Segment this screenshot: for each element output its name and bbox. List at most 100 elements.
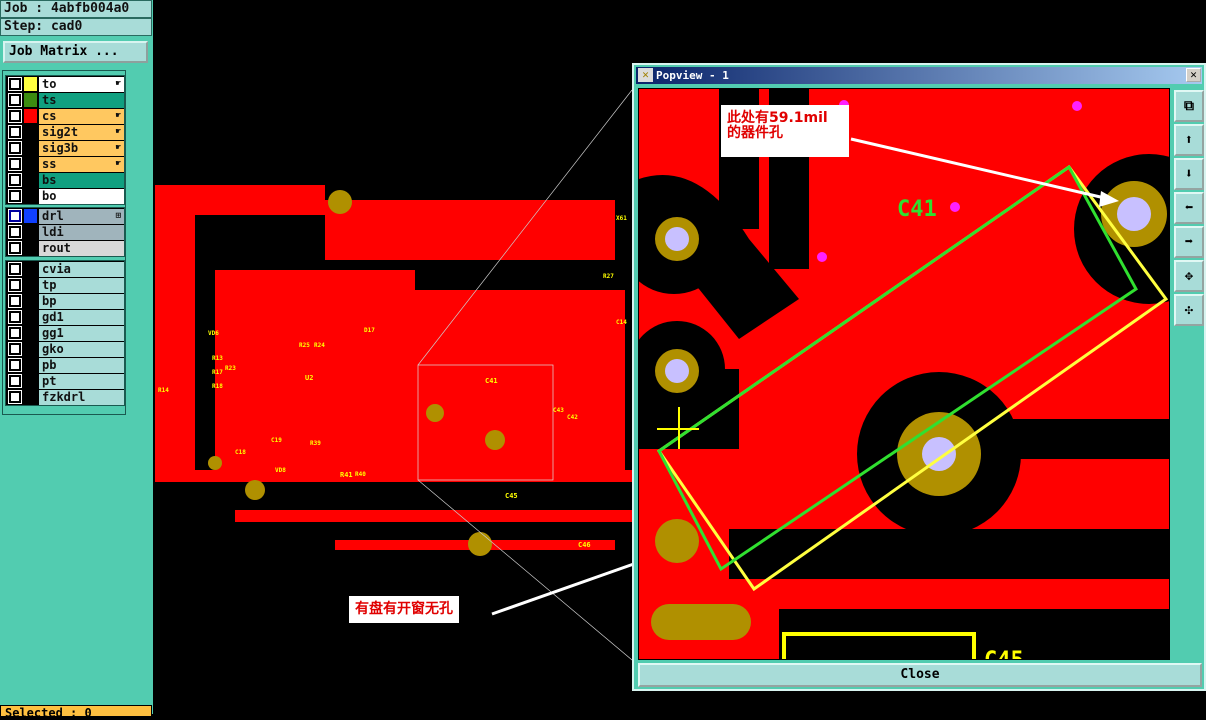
layer-name[interactable]: rout bbox=[39, 240, 124, 256]
layer-checkbox[interactable] bbox=[9, 210, 21, 222]
zoom-in-button[interactable]: ✥ bbox=[1174, 260, 1204, 292]
layer-row-ldi[interactable]: ldi bbox=[6, 224, 124, 240]
layer-row-cvia[interactable]: cvia bbox=[6, 261, 124, 277]
layer-row-cs[interactable]: cs☛ bbox=[6, 108, 124, 124]
layer-row-bs[interactable]: bs bbox=[6, 172, 124, 188]
layer-name[interactable]: gg1 bbox=[39, 325, 124, 341]
layer-row-bo[interactable]: bo bbox=[6, 188, 124, 204]
component-outline bbox=[657, 164, 1138, 572]
layer-name[interactable]: ts bbox=[39, 92, 124, 108]
pan-left-button[interactable]: ⬅ bbox=[1174, 192, 1204, 224]
layer-row-sig3b[interactable]: sig3b☛ bbox=[6, 140, 124, 156]
popview-title: Popview - 1 bbox=[656, 69, 729, 82]
hole-annotation-line2: 的器件孔 bbox=[727, 125, 783, 141]
layer-checkbox[interactable] bbox=[9, 110, 21, 122]
job-matrix-button[interactable]: Job Matrix ... bbox=[3, 41, 148, 63]
layer-checkbox[interactable] bbox=[9, 190, 21, 202]
layer-row-pb[interactable]: pb bbox=[6, 357, 124, 373]
layer-row-gd1[interactable]: gd1 bbox=[6, 309, 124, 325]
close-button[interactable]: Close bbox=[638, 663, 1202, 687]
layer-name[interactable]: to☛ bbox=[39, 76, 124, 92]
layer-name[interactable]: gko bbox=[39, 341, 124, 357]
pad bbox=[485, 430, 505, 450]
layer-checkbox[interactable] bbox=[9, 158, 21, 170]
layer-name[interactable]: sig2t☛ bbox=[39, 124, 124, 140]
pcb-canvas[interactable]: U2 C41 C45 C46 R41 C42 C43 C14 C18 C19 R… bbox=[155, 70, 632, 714]
layer-checkbox[interactable] bbox=[9, 359, 21, 371]
layer-row-bp[interactable]: bp bbox=[6, 293, 124, 309]
layer-row-tp[interactable]: tp bbox=[6, 277, 124, 293]
zoom-window-button[interactable]: ⧉ bbox=[1174, 90, 1204, 122]
pad bbox=[655, 519, 699, 563]
pan-down-button[interactable]: ⬇ bbox=[1174, 158, 1204, 190]
layer-row-to[interactable]: to☛ bbox=[6, 76, 124, 92]
copper-trace bbox=[155, 215, 195, 475]
layer-checkbox[interactable] bbox=[9, 174, 21, 186]
copper-trace bbox=[235, 510, 632, 522]
layer-checkbox[interactable] bbox=[9, 126, 21, 138]
copper-trace bbox=[215, 270, 415, 470]
layer-name[interactable]: bo bbox=[39, 188, 124, 204]
popview-titlebar[interactable]: ✕ Popview - 1 ✕ bbox=[636, 67, 1202, 84]
layer-name[interactable]: sig3b☛ bbox=[39, 140, 124, 156]
copper-trace bbox=[325, 200, 615, 260]
layer-color-swatch bbox=[24, 310, 37, 324]
board-label: R40 bbox=[355, 471, 366, 478]
layer-row-drl[interactable]: drl⊞ bbox=[6, 208, 124, 224]
layer-checkbox[interactable] bbox=[9, 226, 21, 238]
popview-canvas[interactable]: C41 C45 此处有59.1mil 的器件孔 bbox=[638, 88, 1170, 660]
layer-name[interactable]: ldi bbox=[39, 224, 124, 240]
board-label: R14 bbox=[158, 387, 169, 394]
layer-name[interactable]: pt bbox=[39, 373, 124, 389]
layer-checkbox[interactable] bbox=[9, 375, 21, 387]
board-label: R23 bbox=[225, 365, 236, 372]
layer-name[interactable]: bs bbox=[39, 172, 124, 188]
layer-checkbox[interactable] bbox=[9, 311, 21, 323]
layer-row-sig2t[interactable]: sig2t☛ bbox=[6, 124, 124, 140]
layer-checkbox[interactable] bbox=[9, 94, 21, 106]
layer-checkbox[interactable] bbox=[9, 78, 21, 90]
pan-up-icon: ⬆ bbox=[1184, 132, 1194, 148]
layer-checkbox[interactable] bbox=[9, 242, 21, 254]
layer-color-swatch bbox=[24, 342, 37, 356]
pan-up-button[interactable]: ⬆ bbox=[1174, 124, 1204, 156]
layer-checkbox[interactable] bbox=[9, 391, 21, 403]
zoom-out-icon: ✣ bbox=[1184, 302, 1194, 318]
layer-name[interactable]: bp bbox=[39, 293, 124, 309]
layer-label: bs bbox=[42, 172, 57, 187]
layer-checkbox[interactable] bbox=[9, 343, 21, 355]
layer-name[interactable]: cvia bbox=[39, 261, 124, 277]
layer-row-rout[interactable]: rout bbox=[6, 240, 124, 256]
layer-row-ss[interactable]: ss☛ bbox=[6, 156, 124, 172]
copper-trace bbox=[155, 185, 325, 215]
layer-name[interactable]: pb bbox=[39, 357, 124, 373]
layer-color-swatch bbox=[24, 189, 37, 203]
layer-name[interactable]: gd1 bbox=[39, 309, 124, 325]
zoom-out-button[interactable]: ✣ bbox=[1174, 294, 1204, 326]
layer-checkbox[interactable] bbox=[9, 327, 21, 339]
layer-checkbox[interactable] bbox=[9, 295, 21, 307]
layer-row-fzkdrl[interactable]: fzkdrl bbox=[6, 389, 124, 405]
copper-trace bbox=[155, 470, 632, 482]
pan-right-button[interactable]: ➡ bbox=[1174, 226, 1204, 258]
layer-checkbox[interactable] bbox=[9, 263, 21, 275]
layer-row-gko[interactable]: gko bbox=[6, 341, 124, 357]
layer-checkbox[interactable] bbox=[9, 279, 21, 291]
layer-name[interactable]: cs☛ bbox=[39, 108, 124, 124]
layer-label: gg1 bbox=[42, 325, 64, 340]
layer-label: ts bbox=[42, 92, 57, 107]
layer-row-gg1[interactable]: gg1 bbox=[6, 325, 124, 341]
layer-name[interactable]: drl⊞ bbox=[39, 208, 124, 224]
layer-row-ts[interactable]: ts bbox=[6, 92, 124, 108]
layer-name[interactable]: fzkdrl bbox=[39, 389, 124, 405]
layer-name[interactable]: tp bbox=[39, 277, 124, 293]
close-icon[interactable]: ✕ bbox=[1186, 68, 1201, 82]
layer-checkbox[interactable] bbox=[9, 142, 21, 154]
board-label: R39 bbox=[310, 440, 321, 447]
board-label: R13 bbox=[212, 355, 223, 362]
popview-toolbar: ⧉ ⬆ ⬇⬅ ➡ ✥ ✣ bbox=[1172, 88, 1206, 328]
layer-row-pt[interactable]: pt bbox=[6, 373, 124, 389]
layer-name[interactable]: ss☛ bbox=[39, 156, 124, 172]
pan-right-icon: ➡ bbox=[1184, 234, 1194, 250]
